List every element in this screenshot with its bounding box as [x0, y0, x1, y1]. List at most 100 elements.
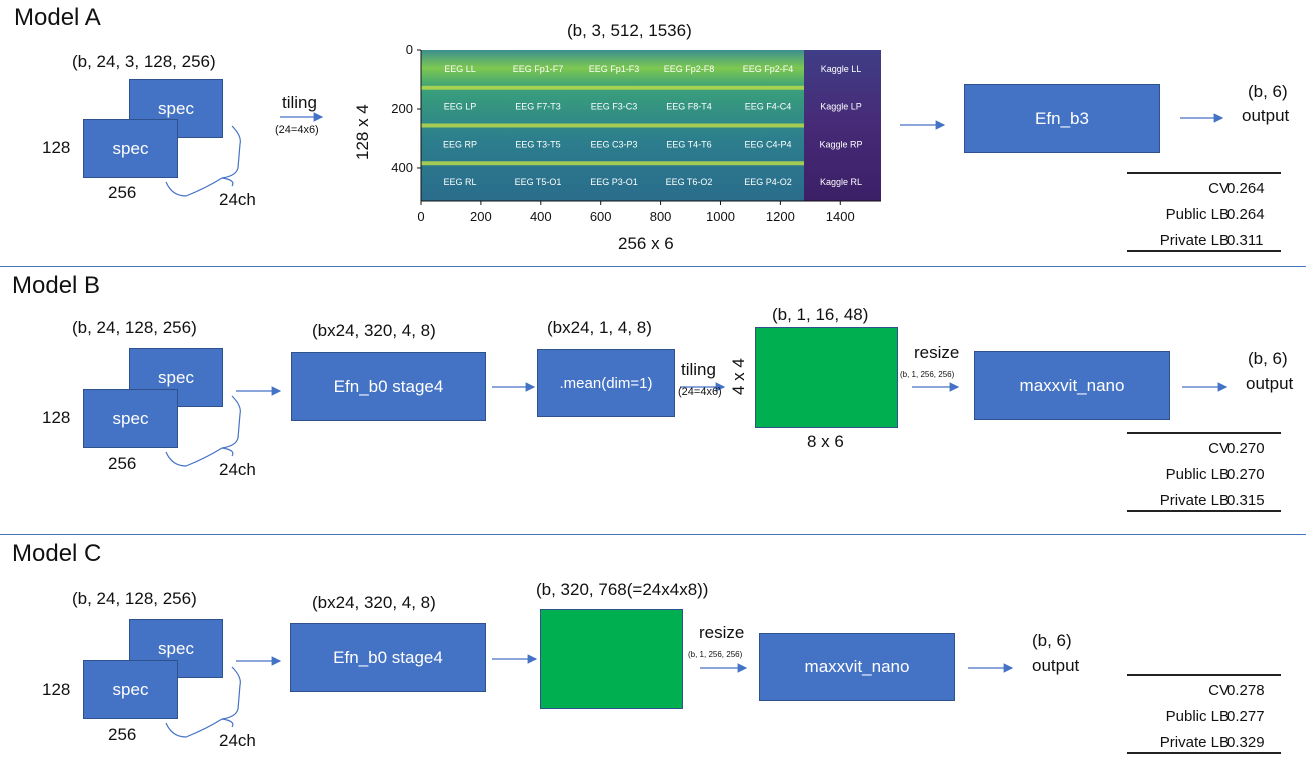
efn-b0-stage4-box: Efn_b0 stage4 [290, 623, 486, 692]
x-tick-label: 200 [470, 209, 492, 224]
output-label-a: output [1242, 106, 1290, 125]
model-c-input-shape: (b, 24, 128, 256) [72, 589, 197, 608]
model-a-title: Model A [14, 4, 101, 31]
tile-label: EEG LL [444, 64, 476, 74]
x-tick-label: 1200 [766, 209, 795, 224]
y-tick-label: 0 [406, 42, 413, 57]
x-axis-label: 256 x 6 [618, 234, 674, 253]
channel-brace-c [221, 666, 241, 728]
dim-width: 256 [108, 725, 137, 744]
dim-width: 256 [108, 454, 137, 473]
depth-brace-c [165, 718, 223, 738]
tile-label: Kaggle LL [821, 64, 862, 74]
tile-label: EEG T3-T5 [515, 139, 560, 149]
x-tick-label: 800 [650, 209, 672, 224]
tile-label: EEG T4-T6 [666, 139, 711, 149]
stage-shape-b: (bx24, 320, 4, 8) [312, 321, 436, 340]
grid-width: 8 x 6 [807, 432, 844, 451]
output-shape-a: (b, 6) [1248, 82, 1288, 101]
tiling-note-b: (24=4x6) [678, 386, 722, 398]
tile-label: EEG P3-O1 [590, 177, 638, 187]
dim-height: 128 [42, 138, 71, 157]
x-tick-label: 1000 [706, 209, 735, 224]
tile-label: EEG C4-P4 [744, 139, 791, 149]
channel-brace-b [221, 395, 241, 457]
spec-box-front: spec [83, 119, 178, 178]
tile-label: EEG Fp2-F4 [743, 64, 794, 74]
efn-b3-box: Efn_b3 [964, 84, 1160, 153]
model-b-input-shape: (b, 24, 128, 256) [72, 318, 197, 337]
channels-label: 24ch [219, 731, 256, 750]
y-tick-label: 400 [391, 160, 413, 175]
tile-label: EEG Fp1-F3 [589, 64, 640, 74]
tiled-feature-map [755, 327, 898, 428]
output-label-c: output [1032, 656, 1080, 675]
tile-label: EEG Fp1-F7 [513, 64, 564, 74]
tile-label: Kaggle LP [820, 102, 862, 112]
tile-label: EEG F7-T3 [515, 102, 561, 112]
dim-height: 128 [42, 680, 71, 699]
depth-brace [165, 177, 223, 197]
grid-shape-b: (b, 1, 16, 48) [772, 305, 869, 324]
maxxvit-nano-box: maxxvit_nano [974, 351, 1170, 420]
tile-label: Kaggle RP [819, 139, 862, 149]
model-c-title: Model C [12, 540, 102, 567]
tile-label: EEG F4-C4 [745, 102, 792, 112]
section-divider-a [0, 266, 1306, 267]
mean-shape: (bx24, 1, 4, 8) [547, 318, 652, 337]
output-label-b: output [1246, 374, 1294, 393]
efn-b0-stage4-box: Efn_b0 stage4 [291, 352, 486, 421]
tile-label: EEG RL [443, 177, 476, 187]
tile-label: EEG F8-T4 [666, 102, 712, 112]
model-a-input-shape: (b, 24, 3, 128, 256) [72, 52, 216, 71]
resize-label-b: resize [914, 343, 960, 362]
tile-label: EEG P4-O2 [744, 177, 792, 187]
output-shape-c: (b, 6) [1032, 631, 1072, 650]
tile-label: EEG Fp2-F8 [664, 64, 715, 74]
maxxvit-nano-box: maxxvit_nano [759, 633, 955, 701]
dim-width: 256 [108, 183, 137, 202]
x-tick-label: 600 [590, 209, 612, 224]
tile-label: EEG T6-O2 [666, 177, 713, 187]
resize-label-c: resize [699, 623, 745, 642]
tile-label: EEG C3-P3 [590, 139, 637, 149]
x-tick-label: 1400 [826, 209, 855, 224]
tiling-note: (24=4x6) [275, 124, 319, 136]
model-b-title: Model B [12, 272, 101, 299]
channels-label: 24ch [219, 460, 256, 479]
mean-box: .mean(dim=1) [537, 349, 675, 417]
spec-box-front: spec [83, 660, 178, 719]
image-shape: (b, 3, 512, 1536) [567, 21, 692, 40]
output-shape-b: (b, 6) [1248, 349, 1288, 368]
spec-box-front: spec [83, 389, 178, 448]
x-tick-label: 400 [530, 209, 552, 224]
tile-label: EEG T5-O1 [515, 177, 562, 187]
feature-map-c [540, 609, 683, 709]
tiling-label-b: tiling [681, 360, 716, 379]
stage-shape-c: (bx24, 320, 4, 8) [312, 593, 436, 612]
tile-label: Kaggle RL [820, 177, 862, 187]
resize-note-b: (b, 1, 256, 256) [900, 370, 955, 379]
tile-label: EEG LP [444, 102, 477, 112]
x-tick-label: 0 [417, 209, 424, 224]
channels-label: 24ch [219, 190, 256, 209]
depth-brace-b [165, 447, 223, 467]
y-tick-label: 200 [391, 101, 413, 116]
tile-label: EEG F3-C3 [591, 102, 638, 112]
grid-shape-c: (b, 320, 768(=24x4x8)) [536, 580, 709, 599]
dim-height: 128 [42, 408, 71, 427]
resize-note-c: (b, 1, 256, 256) [688, 650, 743, 659]
tile-label: EEG RP [443, 139, 477, 149]
section-divider-b [0, 534, 1306, 535]
grid-height: 4 x 4 [729, 358, 748, 395]
